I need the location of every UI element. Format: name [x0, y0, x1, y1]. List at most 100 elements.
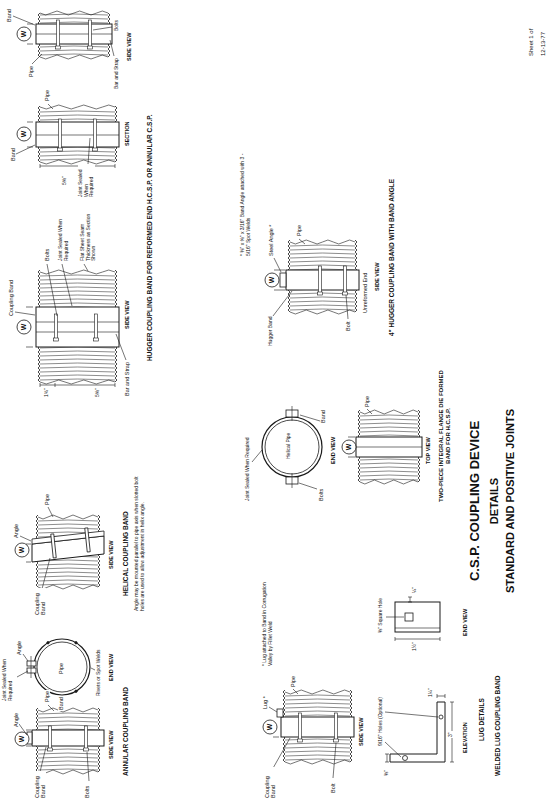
leader-line [23, 654, 28, 661]
bolt [299, 713, 302, 741]
angle [27, 661, 36, 666]
bolt [335, 713, 338, 741]
rivet [75, 642, 77, 644]
leader-line [20, 536, 31, 541]
dimension-tick [445, 694, 446, 698]
dimension-tick [437, 694, 438, 698]
dimension-tick [450, 702, 454, 703]
view-label: END VIEW [330, 436, 336, 465]
callout-label: Coupling Band [34, 771, 46, 799]
leader-line [299, 483, 317, 489]
bolt [31, 656, 32, 678]
callout-label: Bolts [44, 248, 50, 262]
leader-line [333, 743, 336, 778]
figure-caption: LUG DETAILS [478, 697, 485, 742]
weld-symbol-letter: W [20, 30, 28, 39]
leader-line [272, 738, 290, 770]
view-label: SIDE VIEW [358, 717, 364, 747]
leader-line [116, 334, 126, 360]
view-label: SIDE VIEW [124, 300, 130, 330]
leader-line [15, 312, 35, 315]
bolt-head [88, 46, 93, 49]
dimension-tick [408, 602, 412, 603]
callout-label: Band [320, 409, 326, 424]
figure-caption: WELDED LUG COUPLING BAND [494, 675, 501, 777]
leader-line [32, 54, 42, 64]
bolt [59, 119, 62, 150]
callout-label: Rivets or Spot Welds [96, 648, 102, 697]
coupling-band [262, 417, 322, 477]
callout-label: Pipe [58, 662, 64, 675]
dimension-tick [26, 746, 31, 747]
angle [27, 668, 36, 673]
dimension-tick [395, 637, 396, 641]
leader-line [385, 742, 401, 757]
flange-seam [356, 447, 422, 448]
callout-label: Steel Angle * [268, 224, 274, 258]
dimension-tick [27, 122, 33, 123]
bolt-hole [403, 756, 408, 761]
weld-symbol-circle [265, 273, 279, 287]
weld-symbol-circle [15, 732, 29, 746]
weld-symbol-letter: W [20, 130, 28, 139]
coupling-band [34, 639, 90, 695]
band-angle [280, 273, 286, 287]
dimension-tick [40, 383, 41, 387]
bolt [55, 314, 58, 340]
bar [36, 332, 119, 333]
callout-label: Joint Sealed When Required [58, 210, 69, 262]
weld-symbol-circle [15, 543, 29, 557]
callout-label: Angle [16, 640, 22, 656]
callout-label: Band [6, 8, 12, 23]
dimension-line [387, 754, 388, 762]
strap [36, 322, 119, 323]
leader-line [17, 671, 28, 677]
leader-line [48, 507, 53, 517]
callout-label: 12-13-77 [540, 31, 547, 57]
leader-line [48, 104, 53, 109]
callout-label: Coupling Band [8, 279, 14, 317]
view-label: SIDE VIEW [126, 32, 132, 62]
callout-label: Bar and Strap [114, 57, 120, 90]
leader-line [91, 668, 95, 670]
callout-label: 1¼" [428, 687, 434, 698]
bolt [344, 266, 347, 294]
dimension-tick [348, 457, 355, 458]
view-label: SIDE VIEW [108, 540, 114, 570]
bolt-head [343, 292, 348, 295]
callout-label: Sheet 1 of [528, 28, 535, 57]
leader-line [13, 16, 35, 25]
leader-line [62, 264, 72, 306]
dimension-tick [26, 544, 31, 545]
callout-label: Lug * [262, 695, 268, 710]
bolt [85, 528, 90, 552]
bolt-head [94, 338, 99, 341]
lug-thickness [395, 628, 440, 629]
dimension-tick [115, 164, 116, 168]
coupling-band [36, 122, 119, 147]
leader-line [110, 40, 114, 56]
view-label: TOP VIEW [425, 436, 431, 465]
bar [36, 34, 112, 35]
leader-line [269, 707, 277, 712]
callout-label: Helical Pipe [286, 430, 292, 460]
callout-label: 3" [448, 731, 454, 738]
leader-line [93, 27, 112, 30]
dimension-tick [440, 637, 441, 641]
dimension-tick [273, 737, 279, 738]
bolt-head [93, 148, 98, 151]
dimension-tick [274, 290, 285, 291]
view-label: END VIEW [462, 608, 468, 637]
flat-sheet-seam [36, 135, 119, 136]
dimension-tick [450, 762, 454, 763]
weld-symbol-letter: W [18, 546, 26, 555]
leader-line [47, 264, 57, 316]
weld-symbol-circle [17, 27, 31, 41]
view-label: ELEVATION [462, 721, 468, 754]
weld-symbol-letter: W [266, 723, 274, 732]
pipe-circle [265, 420, 319, 474]
weld-symbol-letter: W [345, 443, 353, 452]
leader-line [84, 264, 88, 271]
